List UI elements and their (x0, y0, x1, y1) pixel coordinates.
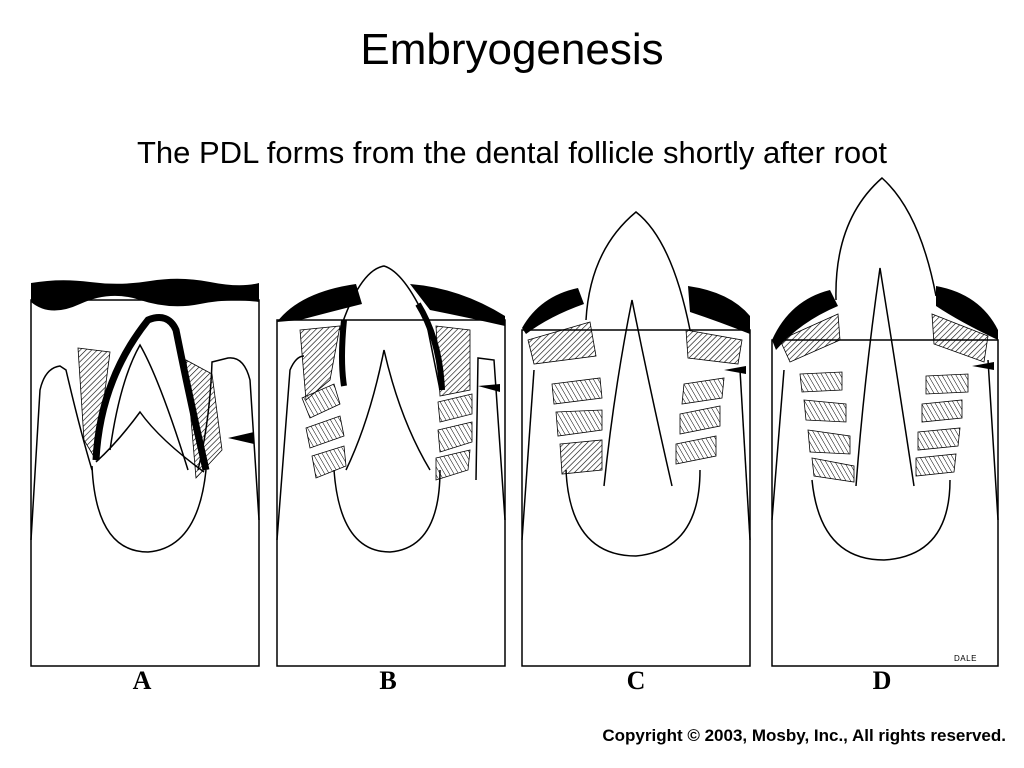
panel-d (771, 176, 999, 667)
artist-signature: DALE (954, 654, 977, 663)
panel-label-c: C (626, 666, 646, 695)
panel-label-a: A (132, 666, 152, 695)
copyright-notice: Copyright © 2003, Mosby, Inc., All right… (602, 726, 1006, 745)
panel-c (521, 211, 751, 667)
slide-subtitle: The PDL forms from the dental follicle s… (136, 135, 888, 170)
panel-a (30, 278, 260, 667)
panel-label-d: D (872, 666, 892, 695)
panel-b (276, 265, 506, 667)
panel-label-b: B (379, 666, 397, 695)
slide-title: Embryogenesis (360, 25, 664, 74)
